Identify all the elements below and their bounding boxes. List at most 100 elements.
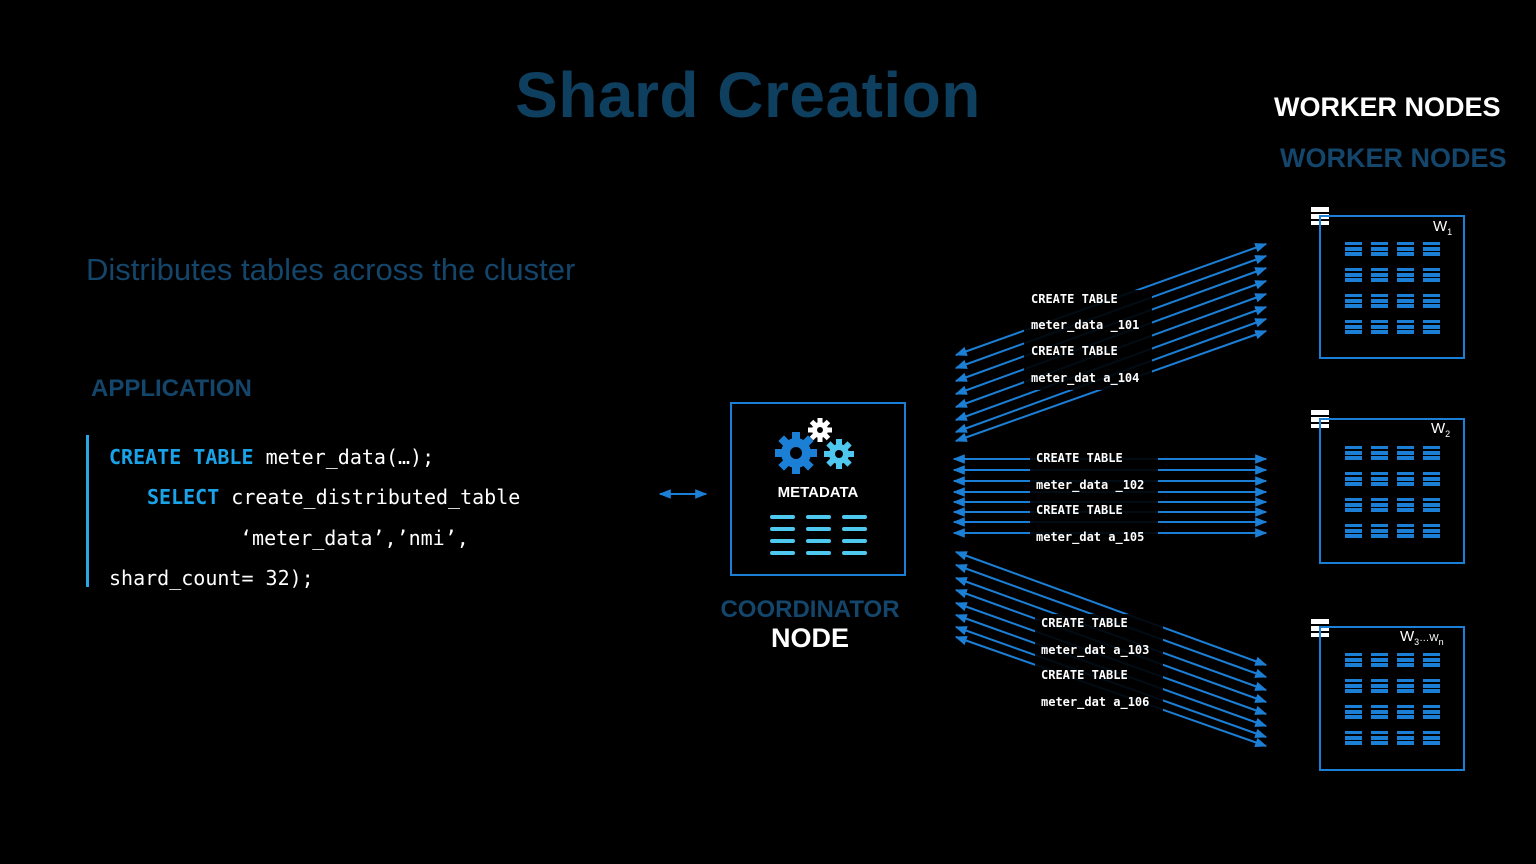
shard-cell xyxy=(1345,247,1362,251)
shard-cell xyxy=(1397,446,1414,449)
worker-node-2 xyxy=(1319,418,1465,564)
shard-cell xyxy=(1397,278,1414,282)
shard-cell xyxy=(1423,705,1440,708)
shard-cell xyxy=(1423,482,1440,486)
shard-cell xyxy=(1423,325,1440,329)
shard-cell xyxy=(1371,320,1388,323)
shard-cell xyxy=(1397,534,1414,538)
shard-cell xyxy=(1371,524,1388,527)
message-line: meter_data _101 xyxy=(1031,318,1140,332)
code-line-4: shard_count= 32); xyxy=(109,566,314,590)
message-line: meter_dat a_104 xyxy=(1031,371,1140,385)
shard-cell xyxy=(1423,498,1440,501)
shard-cell xyxy=(1345,472,1362,475)
shard-cell xyxy=(1345,503,1362,507)
metadata-label: METADATA xyxy=(777,484,859,501)
shard-cell xyxy=(1371,456,1388,460)
shard-cell xyxy=(1423,663,1440,667)
shard-cell xyxy=(1397,524,1414,527)
shard-cell xyxy=(1423,477,1440,481)
message-line: meter_dat a_106 xyxy=(1041,695,1150,709)
shard-cell xyxy=(1371,508,1388,512)
shard-cell xyxy=(1423,508,1440,512)
shard-cell xyxy=(1345,534,1362,538)
code-line-3: ‘meter_data’,’nmi’, xyxy=(240,526,469,550)
shard-cell xyxy=(1345,679,1362,682)
shard-cell xyxy=(1397,498,1414,501)
shard-cell xyxy=(1423,689,1440,693)
shard-cell xyxy=(1345,715,1362,719)
shard-cell xyxy=(1345,653,1362,656)
shard-cell xyxy=(1423,715,1440,719)
shard-cell xyxy=(1423,294,1440,297)
shard-cell xyxy=(1345,325,1362,329)
shard-cell xyxy=(1423,736,1440,740)
shard-cell xyxy=(1345,299,1362,303)
shard-cell xyxy=(1423,684,1440,688)
shard-cell xyxy=(1397,451,1414,455)
shard-cell xyxy=(1371,294,1388,297)
shard-cell xyxy=(1423,273,1440,277)
keyword-select: SELECT xyxy=(147,485,220,509)
shard-cell xyxy=(1397,482,1414,486)
code-accent-bar xyxy=(86,435,89,587)
shard-cell xyxy=(1371,482,1388,486)
shard-cell xyxy=(1371,731,1388,734)
shard-cell xyxy=(1371,242,1388,245)
shard-cell xyxy=(1423,252,1440,256)
shard-cell xyxy=(1345,741,1362,745)
shard-cell xyxy=(1397,299,1414,303)
shard-cell xyxy=(1371,252,1388,256)
shard-cell xyxy=(1345,320,1362,323)
subtitle: Distributes tables across the cluster xyxy=(86,252,576,287)
shard-cell xyxy=(1371,330,1388,334)
shard-cell xyxy=(1345,451,1362,455)
message-line: CREATE TABLE xyxy=(1031,292,1118,306)
code-line-1: CREATE TABLE meter_data(…); xyxy=(109,445,434,469)
shard-cell xyxy=(1397,472,1414,475)
shard-cell xyxy=(1371,710,1388,714)
shard-cell xyxy=(1423,278,1440,282)
shard-cell xyxy=(1371,472,1388,475)
message-line: meter_data _102 xyxy=(1036,478,1145,492)
shard-cell xyxy=(1345,684,1362,688)
shard-cell xyxy=(1345,498,1362,501)
shard-cell xyxy=(1371,304,1388,308)
shard-cell xyxy=(1345,705,1362,708)
keyword-table: TABLE xyxy=(193,445,254,469)
coordinator-node-box xyxy=(730,402,906,576)
message-line: CREATE TABLE xyxy=(1036,451,1123,465)
shard-cell xyxy=(1345,663,1362,667)
shard-cell xyxy=(1371,446,1388,449)
page-title: Shard Creation xyxy=(515,59,981,131)
application-label: APPLICATION xyxy=(91,375,252,402)
shard-cell xyxy=(1423,472,1440,475)
shard-cell xyxy=(1397,294,1414,297)
shard-cell xyxy=(1423,741,1440,745)
metadata-lines-icon xyxy=(770,515,867,555)
shard-cell xyxy=(1423,456,1440,460)
shard-cell xyxy=(1371,715,1388,719)
worker-nodes-heading-shadow: WORKER NODES xyxy=(1280,143,1507,173)
worker-nodes-heading: WORKER NODES xyxy=(1274,92,1501,122)
shard-cell xyxy=(1423,653,1440,656)
shard-cell xyxy=(1371,498,1388,501)
shard-cell xyxy=(1397,663,1414,667)
shard-cell xyxy=(1397,325,1414,329)
shard-cell xyxy=(1345,278,1362,282)
shard-cell xyxy=(1345,658,1362,662)
shard-cell xyxy=(1345,477,1362,481)
shard-cell xyxy=(1371,663,1388,667)
shard-cell xyxy=(1423,658,1440,662)
shard-cell xyxy=(1371,534,1388,538)
message-line: CREATE TABLE xyxy=(1036,503,1123,517)
shard-cell xyxy=(1397,529,1414,533)
shard-cell xyxy=(1345,304,1362,308)
shard-cell xyxy=(1397,304,1414,308)
shard-cell xyxy=(1397,658,1414,662)
shard-cell xyxy=(1423,503,1440,507)
shard-cell xyxy=(1371,679,1388,682)
shard-cell xyxy=(1371,247,1388,251)
shard-cell xyxy=(1423,731,1440,734)
